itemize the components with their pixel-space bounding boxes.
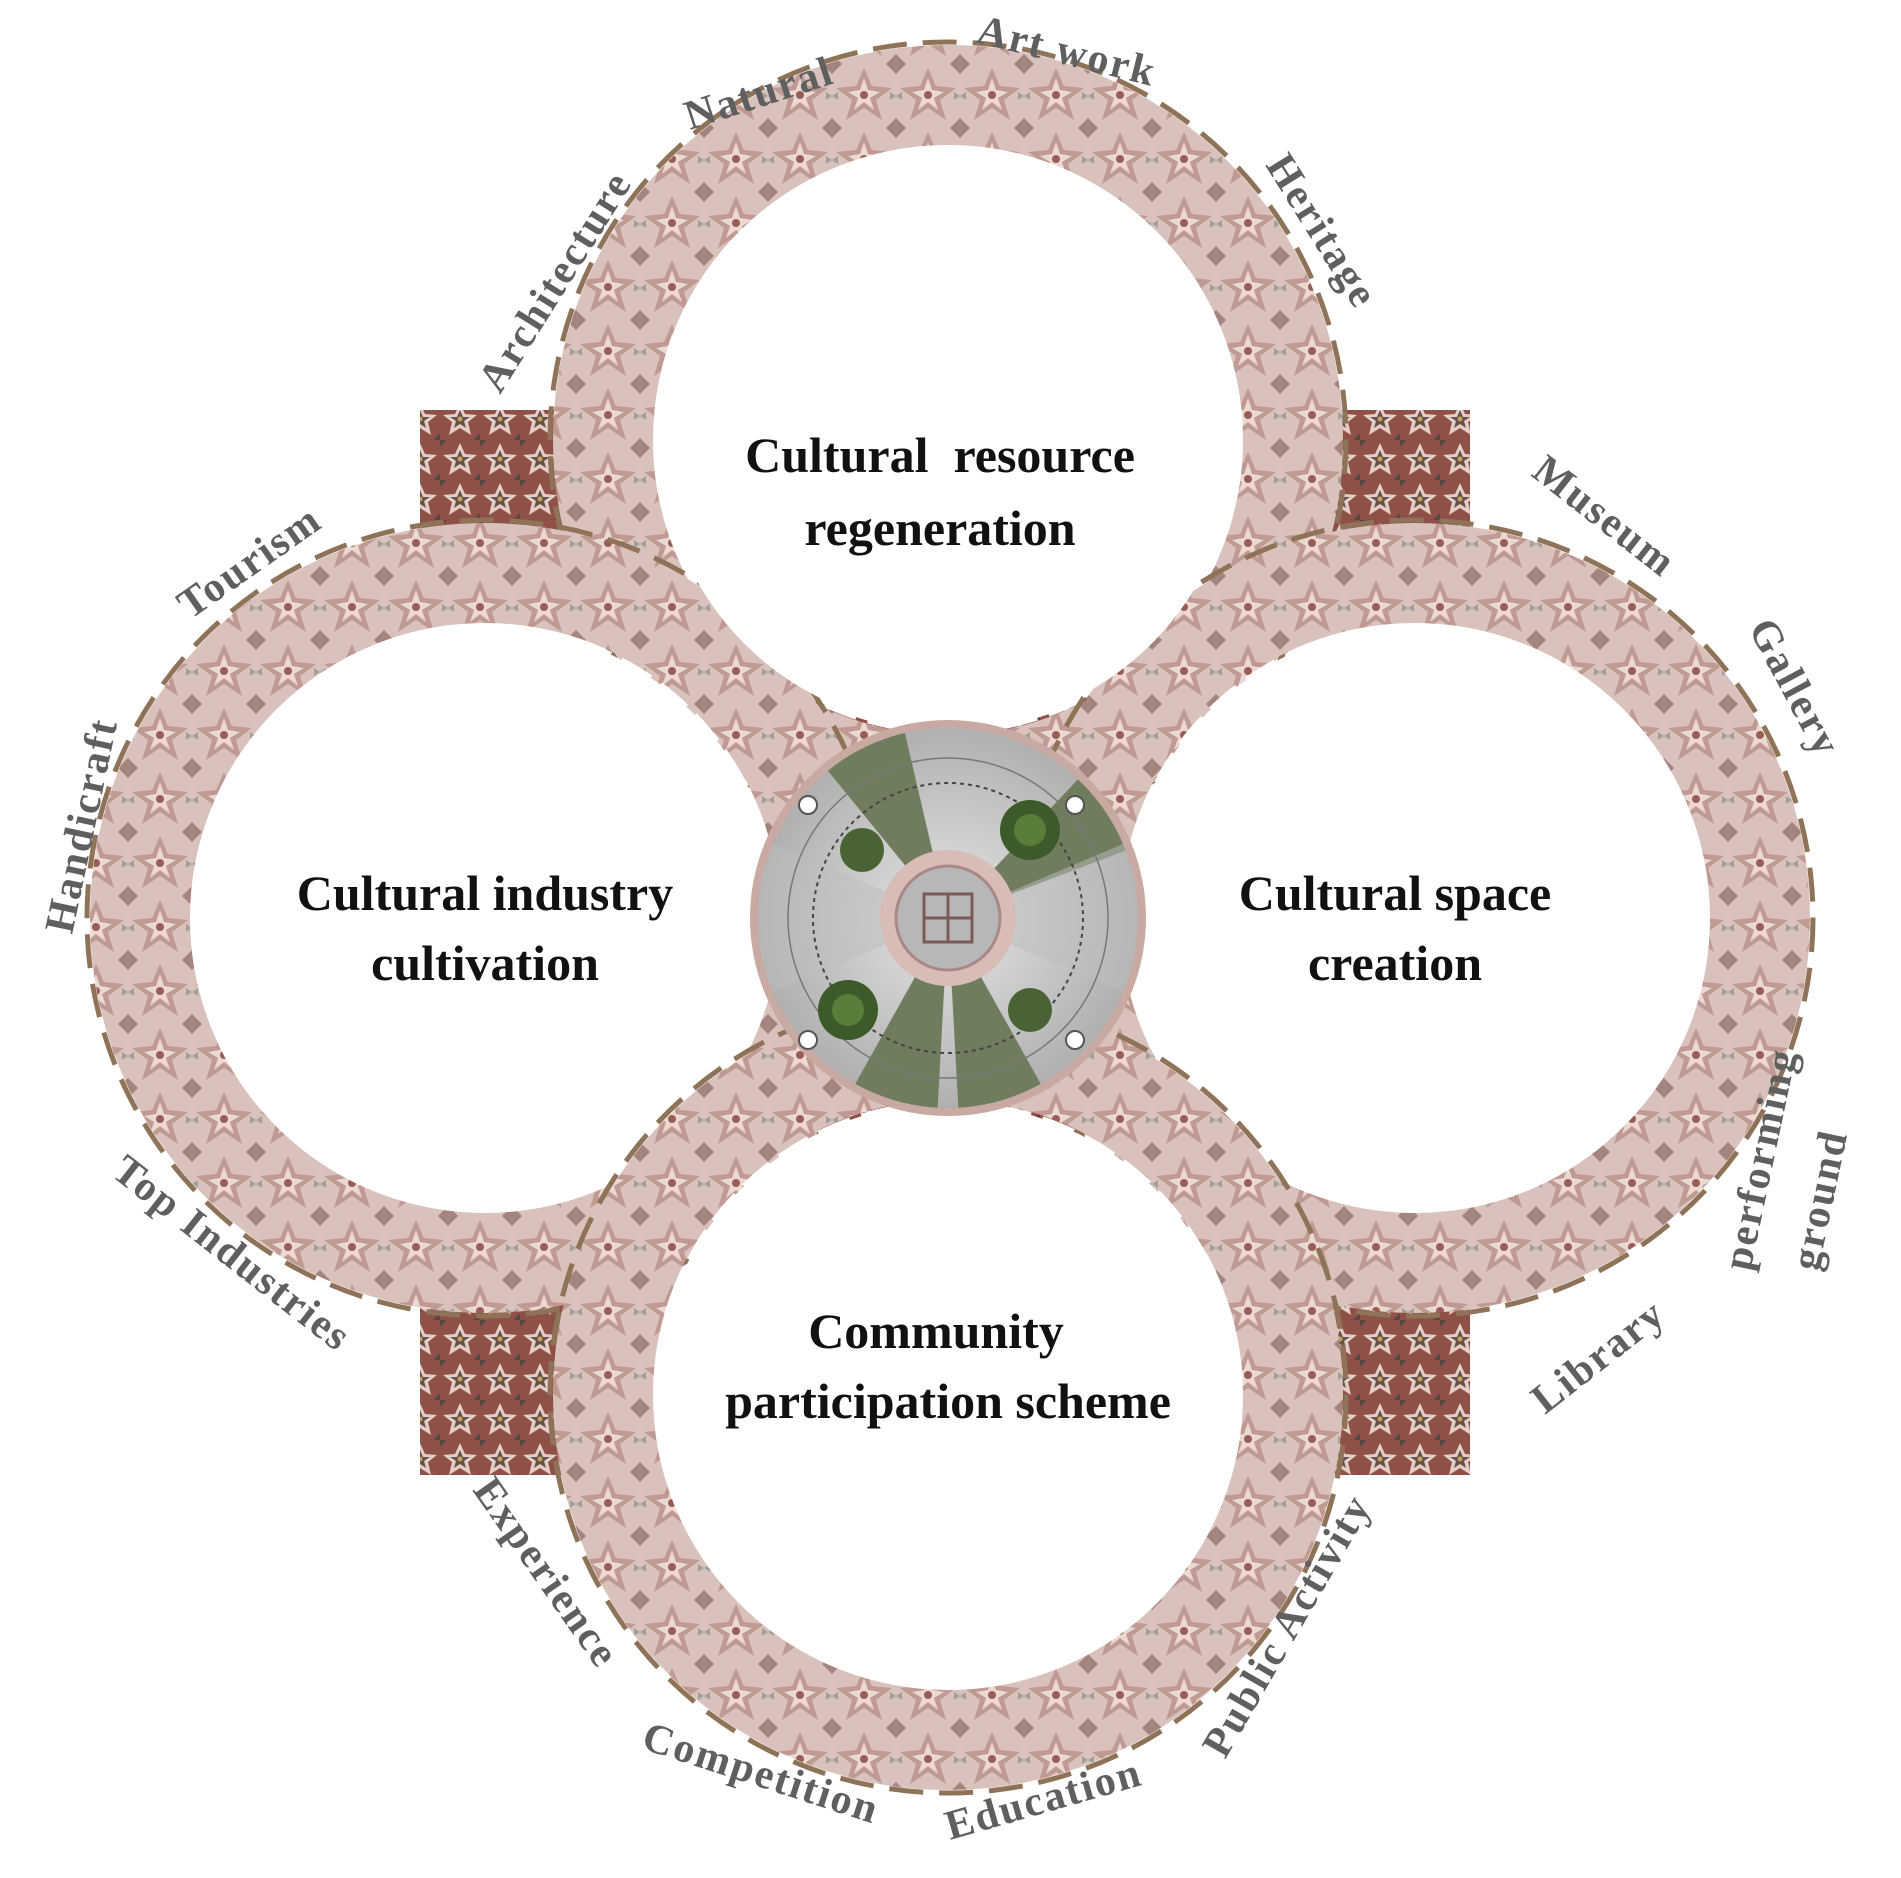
hub-light-bottom-left [798,1030,818,1050]
bottom-circle-title-line2: participation scheme [725,1373,1171,1429]
hub-light-top-left [798,795,818,815]
hub-light-top-right [1065,795,1085,815]
right-circle-title-line2: creation [1308,935,1482,991]
square-grid-icon [922,892,974,944]
left-circle-title-line1: Cultural industry [297,865,673,921]
left-circle-title-line2: cultivation [371,935,599,991]
top-circle-title-line1: Cultural resource [745,427,1135,483]
label-library: Library [1523,1290,1675,1422]
circle-titles: Cultural resource regeneration Cultural … [297,427,1551,1429]
shrub-icon [840,828,1052,1032]
palm-plant-icon [818,800,1060,1040]
hub-light-bottom-right [1065,1030,1085,1050]
top-circle-title-line2: regeneration [804,500,1075,556]
label-ground: ground [1783,1126,1858,1274]
bottom-circle-title-line1: Community [808,1303,1064,1359]
central-hub [750,720,1146,1116]
right-circle-title-line1: Cultural space [1239,865,1552,921]
